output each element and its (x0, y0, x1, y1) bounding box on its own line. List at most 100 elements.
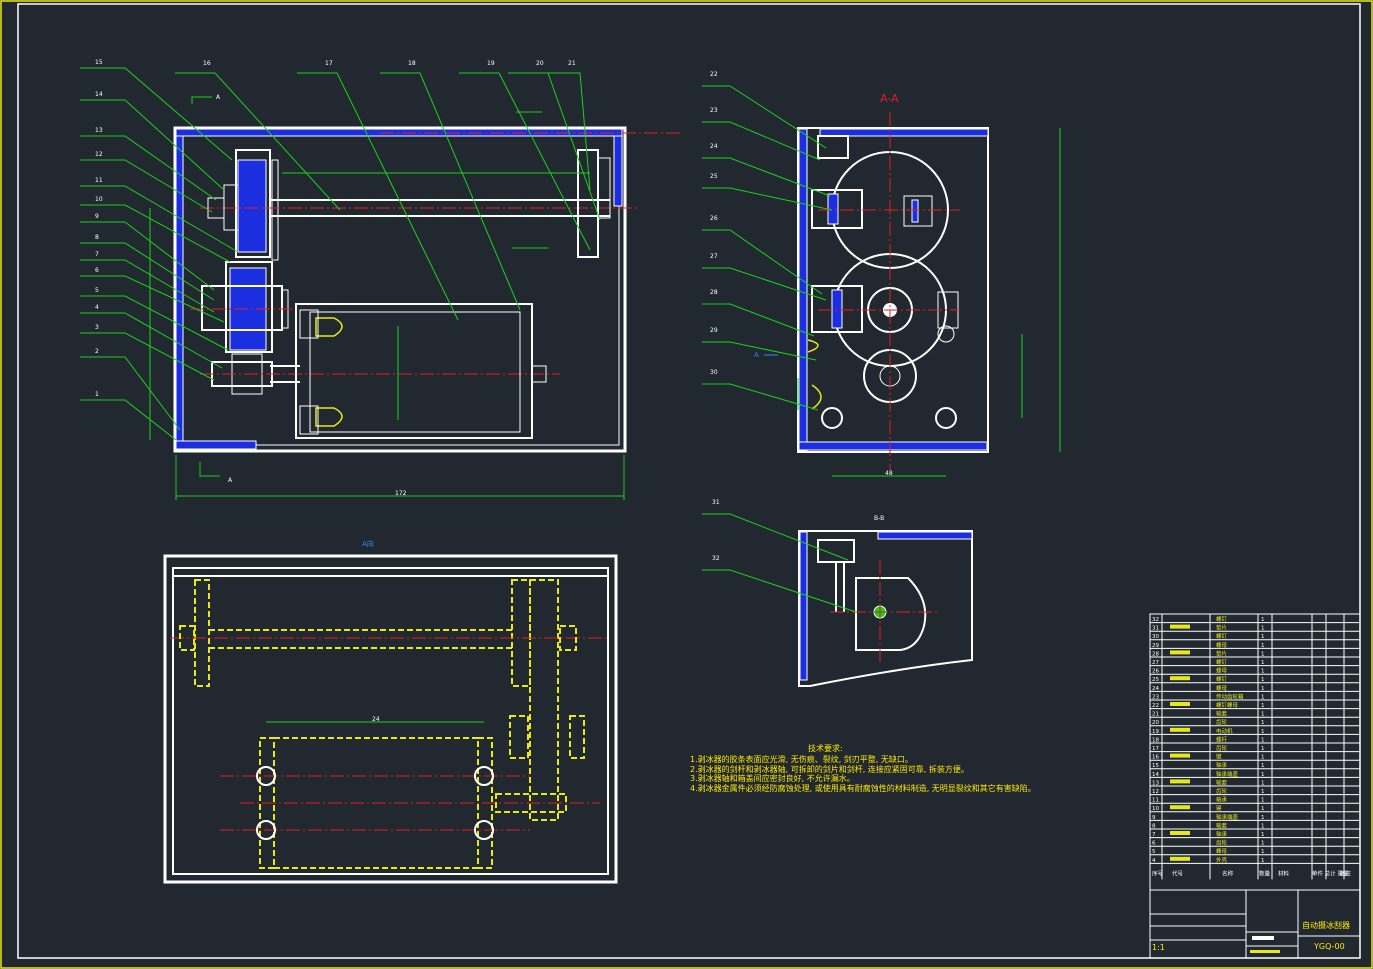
parts-row-name: 轴套 (1216, 778, 1228, 786)
parts-row-name: 齿轮 (1216, 787, 1228, 795)
parts-row-name: 电动机 (1216, 727, 1233, 735)
left-balloon-12: 12 (95, 151, 103, 158)
parts-row-name: 螺钉 (1216, 615, 1228, 623)
left-leader-4 (80, 312, 223, 369)
parts-row-no: 16 (1152, 755, 1159, 761)
parts-row-no: 28 (1152, 651, 1159, 657)
left-balloon-13: 13 (95, 127, 103, 134)
left-leader-14 (80, 99, 225, 191)
left-balloon-2: 2 (95, 348, 99, 355)
view-a-title: A向 (362, 539, 374, 548)
bb-balloon-32: 32 (712, 555, 720, 562)
parts-row-name: 轴承端盖 (1216, 813, 1239, 821)
parts-row-no: 22 (1152, 703, 1159, 709)
parts-header-cell: 代号 (1172, 869, 1184, 877)
parts-row-code (1170, 727, 1190, 732)
parts-header-cell: 单件 总计 重量 (1312, 869, 1349, 877)
parts-row-code (1170, 676, 1190, 681)
parts-row-qty: 1 (1261, 660, 1265, 666)
parts-row-no: 25 (1152, 677, 1159, 683)
right-balloon-23: 23 (710, 107, 718, 114)
parts-row-qty: 1 (1261, 669, 1265, 675)
parts-row-code (1170, 753, 1190, 758)
top-balloon-18: 18 (408, 60, 416, 67)
parts-row-name: 轴承 (1216, 761, 1228, 769)
parts-row-name: 键 (1216, 753, 1222, 761)
parts-row-name: 螺母 (1216, 641, 1228, 649)
parts-row-code (1170, 702, 1190, 706)
section-bb: B-B (798, 515, 973, 687)
top-leader-18 (380, 72, 521, 311)
parts-row-no: 13 (1152, 780, 1159, 786)
tech-heading: 技术要求: (808, 743, 843, 753)
parts-row-no: 32 (1152, 617, 1159, 623)
top-balloon-21: 21 (568, 60, 576, 67)
left-balloon-3: 3 (95, 324, 99, 331)
title-name: 自动摄冰刮器 (1302, 920, 1350, 930)
right-balloon-24: 24 (710, 143, 718, 150)
parts-row-qty: 1 (1261, 823, 1265, 829)
parts-row-name: 轴套 (1216, 710, 1228, 718)
parts-row-no: 24 (1152, 686, 1159, 692)
left-balloon-7: 7 (95, 251, 99, 258)
parts-row-name: 螺钉 (1216, 658, 1228, 666)
title-block: 自动摄冰刮器 YGQ-00 1:1 (1149, 889, 1361, 959)
parts-row-no: 11 (1152, 798, 1159, 804)
right-leader-30 (702, 383, 819, 411)
left-leader-5 (80, 295, 229, 351)
tech-item-1: 1.剥冰器的胶条表面应光滑, 无伤痕、裂纹, 剑刃平整, 无缺口。 (690, 754, 913, 764)
left-leader-2 (80, 356, 181, 431)
inner-frame (17, 3, 1361, 959)
parts-row-qty: 1 (1261, 677, 1265, 683)
parts-row-qty: 1 (1261, 634, 1265, 640)
parts-row-name: 传动齿轮箱 (1216, 692, 1244, 700)
parts-header-cell: 备注 (1340, 869, 1352, 877)
parts-row-no: 19 (1152, 729, 1159, 735)
main-section-mark: A (216, 94, 221, 101)
left-balloon-11: 11 (95, 177, 103, 184)
left-leader-10 (80, 204, 231, 263)
parts-row-no: 9 (1152, 815, 1156, 821)
left-balloon-10: 10 (95, 196, 103, 203)
parts-row-qty: 1 (1261, 651, 1265, 657)
parts-row-qty: 1 (1261, 772, 1265, 778)
parts-row-no: 31 (1152, 626, 1159, 632)
parts-row-no: 15 (1152, 763, 1159, 769)
parts-row-name: 螺钉 (1216, 675, 1228, 683)
right-leader-25 (702, 187, 833, 211)
top-balloon-16: 16 (203, 60, 211, 67)
left-balloon-6: 6 (95, 267, 99, 274)
left-leader-11 (80, 185, 239, 253)
left-balloon-1: 1 (95, 391, 99, 398)
tech-requirements: 技术要求: 1.剥冰器的胶条表面应光滑, 无伤痕、裂纹, 剑刃平整, 无缺口。 … (690, 743, 1036, 793)
parts-row-qty: 1 (1261, 720, 1265, 726)
top-balloon-19: 19 (487, 60, 495, 67)
parts-row-name: 键 (1216, 804, 1222, 812)
right-balloon-22: 22 (710, 71, 718, 78)
parts-row-qty: 1 (1261, 832, 1265, 838)
top-leader-16 (175, 72, 341, 211)
parts-row-qty: 1 (1261, 849, 1265, 855)
parts-row-qty: 1 (1261, 815, 1265, 821)
parts-row-no: 29 (1152, 643, 1159, 649)
left-leader-7 (80, 259, 215, 313)
left-balloon-8: 8 (95, 234, 99, 241)
parts-row-qty: 1 (1261, 763, 1265, 769)
tech-item-3: 3.剥冰器轴和箱盖间应密封良好, 不允许漏水。 (690, 773, 855, 783)
left-leader-13 (80, 135, 217, 201)
bb-leader-31 (702, 513, 849, 561)
left-leader-12 (80, 159, 213, 213)
parts-row-code (1170, 805, 1190, 810)
top-leader-17 (297, 72, 459, 321)
parts-header-cell: 材料 (1278, 869, 1290, 877)
parts-row-name: 螺杆 (1216, 735, 1228, 743)
right-leader-22 (702, 85, 827, 149)
left-balloon-14: 14 (95, 91, 103, 98)
aa-dim-width: 48 (885, 470, 893, 477)
right-leader-26 (702, 229, 823, 295)
parts-header-cell: 序号 (1152, 869, 1164, 877)
left-balloon-4: 4 (95, 304, 99, 311)
